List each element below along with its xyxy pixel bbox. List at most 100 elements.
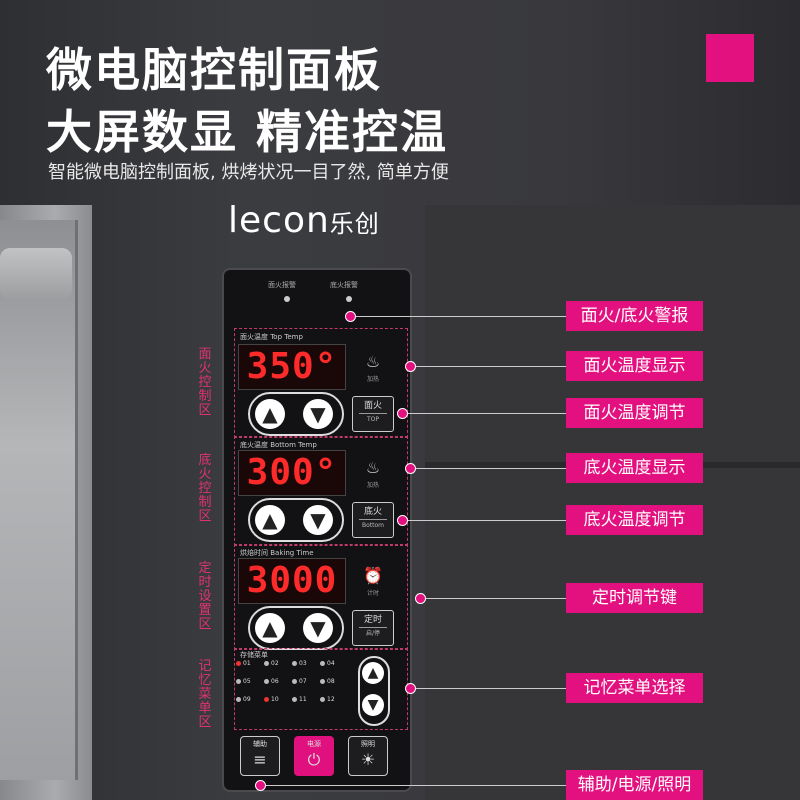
memory-zone-head: 存储菜单 [240, 651, 268, 659]
memory-item-09[interactable]: 09 [236, 696, 251, 703]
timer-zone-head: 烘焙时间 Baking Time [240, 549, 314, 557]
timer-start-stop-button[interactable]: 定时 启/停 [352, 610, 394, 646]
top-temp-down-button[interactable]: ▼ [303, 399, 333, 429]
callout-label: 辅助/电源/照明 [566, 770, 703, 800]
callout-label: 底火温度调节 [566, 505, 703, 535]
top-temp-display: 350° [238, 344, 346, 390]
memory-item-label: 11 [299, 696, 307, 703]
logo-text: lecon [228, 200, 330, 241]
callout-label: 底火温度显示 [566, 453, 703, 483]
bottom-alarm-led [346, 296, 352, 302]
memory-item-12[interactable]: 12 [320, 696, 335, 703]
callout-label: 面火温度调节 [566, 398, 703, 428]
page-subtitle: 智能微电脑控制面板, 烘烤状况一目了然, 简单方便 [48, 162, 449, 183]
callout-connector [410, 468, 566, 469]
callout-dot [415, 593, 426, 604]
memory-item-02[interactable]: 02 [264, 660, 279, 667]
callout-label: 定时调节键 [566, 583, 703, 613]
page-title-line2: 大屏数显 精准控温 [46, 105, 449, 159]
memory-led [236, 679, 241, 684]
memory-item-label: 07 [299, 678, 307, 685]
memory-item-label: 12 [327, 696, 335, 703]
memory-led [320, 697, 325, 702]
light-label: 照明 [361, 740, 375, 748]
memory-item-11[interactable]: 11 [292, 696, 307, 703]
memory-item-04[interactable]: 04 [320, 660, 335, 667]
power-button[interactable]: 电源 ⏻ [294, 736, 334, 776]
assist-label: 辅助 [253, 740, 267, 748]
memory-item-10[interactable]: 10 [264, 696, 279, 703]
memory-item-label: 10 [271, 696, 279, 703]
memory-item-01[interactable]: 01 [236, 660, 251, 667]
timer-mode-sub: 启/停 [359, 627, 387, 640]
logo-cn: 乐创 [329, 210, 380, 238]
flame-icon: ♨ [365, 458, 381, 477]
timer-zone-label: 定时设置区 [198, 561, 212, 632]
bottom-zone-label: 底火控制区 [198, 453, 212, 524]
bottom-temp-up-button[interactable]: ▲ [255, 505, 285, 535]
timer-up-button[interactable]: ▲ [255, 613, 285, 643]
bottom-mode-sub: Bottom [359, 519, 387, 532]
timer-display: 3000 [238, 558, 346, 604]
memory-led [320, 661, 325, 666]
light-button[interactable]: 照明 ☀ [348, 736, 388, 776]
memory-led [292, 697, 297, 702]
timer-caption: 计时 [366, 590, 379, 597]
alarm-clock-icon: ⏰ [363, 566, 383, 585]
callout-connector [420, 598, 566, 599]
top-temp-up-button[interactable]: ▲ [255, 399, 285, 429]
brand-logo: lecon乐创 [228, 200, 380, 241]
memory-item-label: 08 [327, 678, 335, 685]
memory-led [264, 679, 269, 684]
callout-dot [397, 408, 408, 419]
callout-connector [260, 785, 566, 786]
assist-button[interactable]: 辅助 ≡ [240, 736, 280, 776]
memory-item-label: 04 [327, 660, 335, 667]
callout-dot [255, 780, 266, 791]
timer-mode-label: 定时 [363, 615, 382, 625]
memory-zone-label: 记忆菜单区 [198, 659, 212, 730]
top-mode-sub: TOP [359, 413, 387, 426]
memory-item-label: 01 [243, 660, 251, 667]
bottom-alarm-label: 底火报警 [330, 281, 358, 289]
top-mode-label: 面火 [363, 401, 382, 411]
memory-item-03[interactable]: 03 [292, 660, 307, 667]
callout-dot [405, 463, 416, 474]
memory-down-button[interactable]: ▼ [362, 694, 384, 716]
timer-stepper: ▲ ▼ [248, 606, 344, 650]
bottom-heat-caption: 加热 [366, 482, 379, 489]
top-alarm-led [284, 296, 290, 302]
power-label: 电源 [307, 740, 321, 748]
memory-item-label: 05 [243, 678, 251, 685]
bottom-zone-box [234, 436, 408, 546]
callout-connector [402, 520, 566, 521]
bottom-mode-button[interactable]: 底火 Bottom [352, 502, 394, 538]
bottom-temp-display: 300° [238, 450, 346, 496]
top-zone-label: 面火控制区 [198, 347, 212, 418]
bottom-temp-down-button[interactable]: ▼ [303, 505, 333, 535]
callout-connector [402, 413, 566, 414]
memory-led [236, 697, 241, 702]
top-mode-button[interactable]: 面火 TOP [352, 396, 394, 432]
memory-item-07[interactable]: 07 [292, 678, 307, 685]
accent-square [706, 34, 754, 82]
memory-item-label: 09 [243, 696, 251, 703]
memory-led [320, 679, 325, 684]
top-temp-stepper: ▲ ▼ [248, 392, 344, 436]
memory-item-05[interactable]: 05 [236, 678, 251, 685]
memory-up-button[interactable]: ▲ [362, 662, 384, 684]
top-alarm-label: 面火报警 [268, 281, 296, 289]
flame-icon: ♨ [365, 352, 381, 371]
memory-led [264, 661, 269, 666]
memory-item-label: 06 [271, 678, 279, 685]
callout-label: 面火/底火警报 [566, 301, 703, 331]
memory-item-08[interactable]: 08 [320, 678, 335, 685]
top-heat-caption: 加热 [366, 376, 379, 383]
memory-item-06[interactable]: 06 [264, 678, 279, 685]
memory-led [292, 679, 297, 684]
callout-dot [405, 683, 416, 694]
callout-connector [350, 316, 566, 317]
timer-down-button[interactable]: ▼ [303, 613, 333, 643]
memory-item-label: 02 [271, 660, 279, 667]
callout-connector [410, 366, 566, 367]
